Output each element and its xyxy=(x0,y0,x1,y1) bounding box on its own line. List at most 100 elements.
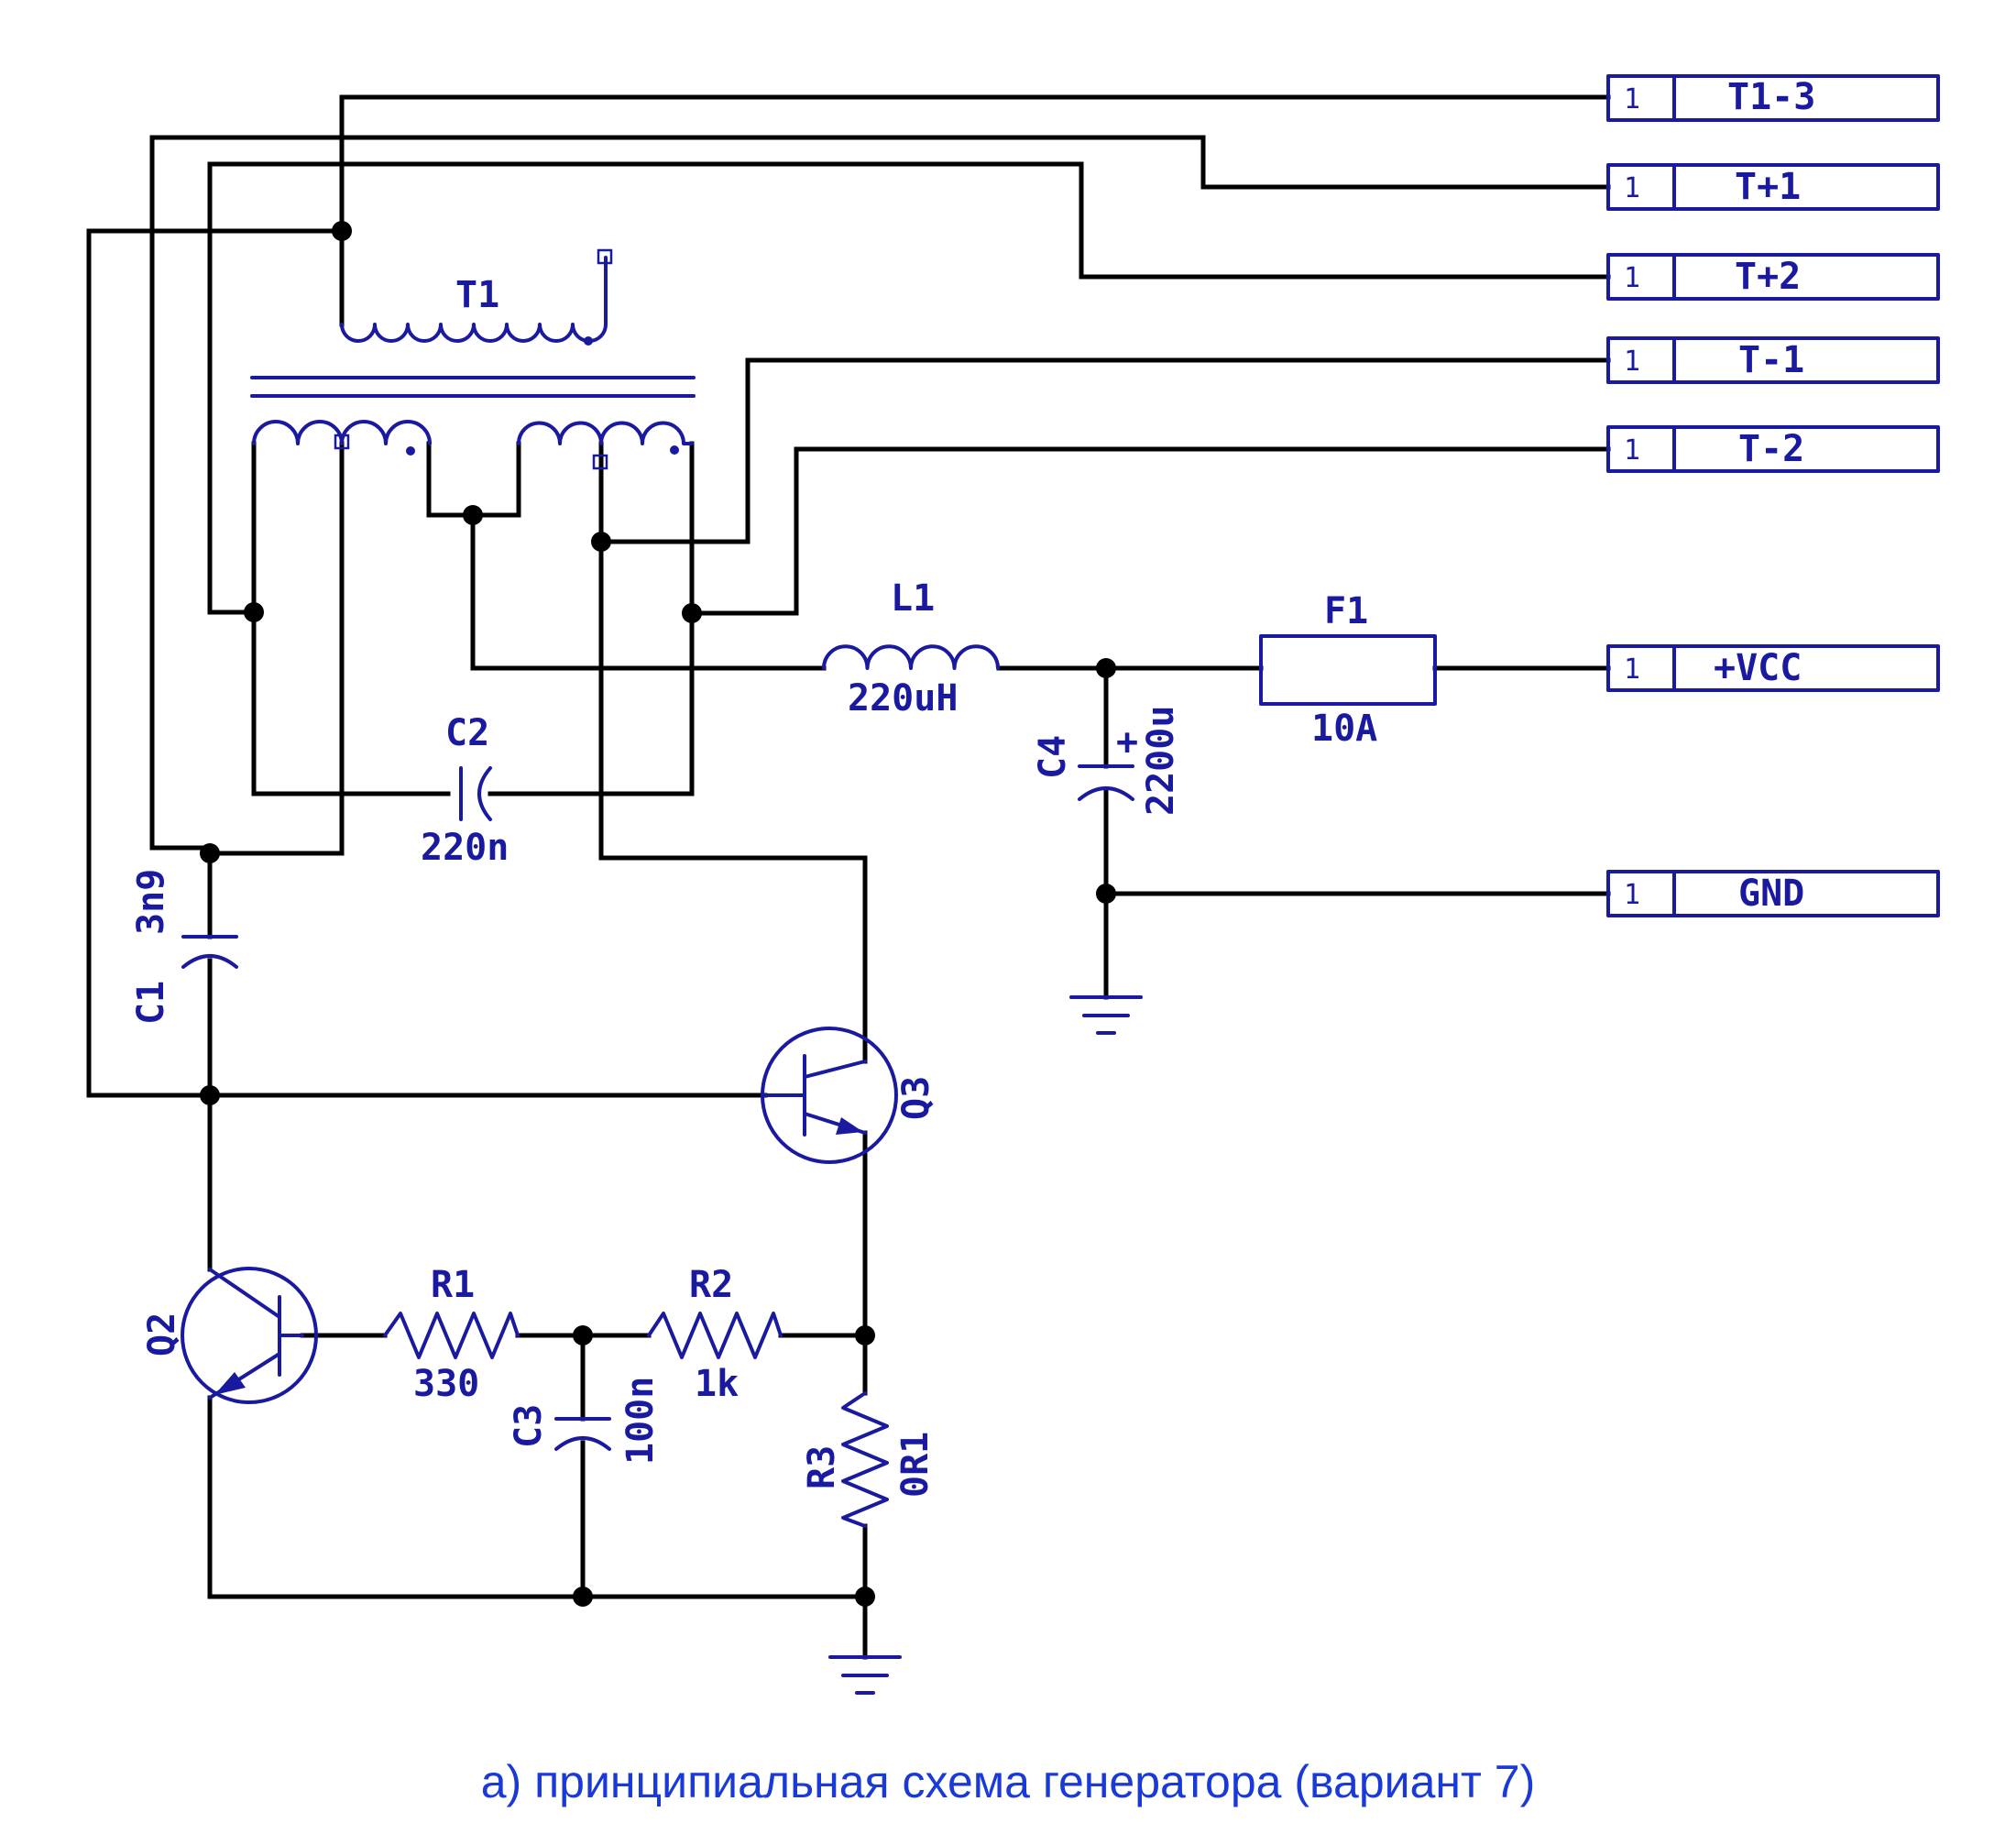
c1-value-label: 3n9 xyxy=(130,869,172,935)
c3-value-label: 100n xyxy=(619,1377,662,1465)
r2-value-label: 1k xyxy=(695,1363,739,1405)
wire-t1-3 xyxy=(339,94,1611,327)
wires xyxy=(86,94,1611,1660)
junction-dot xyxy=(573,1587,593,1607)
resistor-r1: R1 330 xyxy=(383,1264,520,1405)
connector-label: T-2 xyxy=(1738,428,1804,470)
connector-pin-number: 1 xyxy=(1624,346,1640,378)
connector-pin-number: 1 xyxy=(1624,262,1640,294)
t1-pin-marker xyxy=(592,454,608,470)
connector-t-minus-1: 1 T-1 xyxy=(1606,336,1940,384)
connector-gnd: 1 GND xyxy=(1606,870,1940,917)
transistor-q2: Q2 xyxy=(141,1267,318,1404)
connector-pin-number: 1 xyxy=(1624,879,1640,911)
f1-value-label: 10A xyxy=(1311,708,1377,750)
c1-ref-label: C1 xyxy=(130,981,172,1025)
connector-label: +VCC xyxy=(1714,647,1802,689)
c4-plate-curved xyxy=(1078,786,1134,801)
connector-label: T+2 xyxy=(1735,256,1801,298)
wire-c2-right xyxy=(488,441,695,796)
wire-q2-emitter xyxy=(207,1395,868,1599)
ground-symbol xyxy=(828,1655,902,1695)
wire-t-plus-1 xyxy=(149,135,1611,851)
wire-primary-left xyxy=(251,441,451,796)
q3-body xyxy=(761,1027,898,1164)
r3-value-label: 0R1 xyxy=(894,1432,937,1498)
c1-plate-curved xyxy=(181,954,238,969)
connector-vcc: 1 +VCC xyxy=(1606,644,1940,692)
connector-pin-number: 1 xyxy=(1624,653,1640,686)
connector-pin-number: 1 xyxy=(1624,172,1640,204)
junction-dot xyxy=(855,1587,875,1607)
t1-pin-marker xyxy=(334,434,350,450)
junction-dot xyxy=(463,505,483,525)
l1-coil xyxy=(822,644,1000,670)
junction-dot xyxy=(1096,884,1116,904)
resistor-r3: R3 0R1 xyxy=(801,1391,937,1528)
transformer-t1: T1 xyxy=(250,248,696,470)
c2-value-label: 220n xyxy=(421,827,509,869)
wire-secondary-to-c1 xyxy=(207,441,345,856)
connector-label: GND xyxy=(1738,873,1804,915)
c4-value-label: 2200u xyxy=(1140,706,1182,816)
capacitor-c4: + C4 2200u xyxy=(1032,706,1182,816)
r1-zigzag xyxy=(383,1312,520,1359)
q3-collector xyxy=(803,1060,867,1079)
t1-primary-right-dot xyxy=(670,445,679,455)
l1-value-label: 220uH xyxy=(848,677,958,719)
q3-ref-label: Q3 xyxy=(895,1076,937,1120)
connector-label: T1-3 xyxy=(1727,76,1815,118)
r3-ref-label: R3 xyxy=(801,1445,843,1489)
wire-t-plus-2 xyxy=(207,161,1611,615)
junctions xyxy=(200,221,1116,1607)
r1-ref-label: R1 xyxy=(431,1264,475,1306)
connector-pin-number: 1 xyxy=(1624,83,1640,115)
q2-collector xyxy=(208,1268,281,1319)
capacitor-c2: C2 220n xyxy=(421,712,509,869)
connector-label: T-1 xyxy=(1738,339,1804,381)
connector-t-plus-2: 1 T+2 xyxy=(1606,253,1940,301)
q3-emitter-arrow xyxy=(836,1117,863,1135)
transistor-q3: Q3 xyxy=(761,1027,937,1164)
c4-ref-label: C4 xyxy=(1032,735,1074,779)
connector-t-plus-1: 1 T+1 xyxy=(1606,163,1940,211)
junction-dot xyxy=(244,602,264,622)
wire-center-to-l1 xyxy=(470,512,827,671)
q2-emitter-arrow xyxy=(214,1372,246,1395)
t1-secondary-dot xyxy=(584,336,593,346)
t1-primary-left-dot xyxy=(406,446,415,456)
c3-ref-label: C3 xyxy=(508,1404,550,1448)
r1-value-label: 330 xyxy=(413,1363,479,1405)
q2-body xyxy=(181,1267,318,1404)
r2-zigzag xyxy=(647,1312,783,1359)
t1-ref-label: T1 xyxy=(455,274,499,316)
q2-ref-label: Q2 xyxy=(141,1312,183,1356)
f1-ref-label: F1 xyxy=(1324,590,1368,632)
r2-ref-label: R2 xyxy=(689,1264,733,1306)
r3-zigzag xyxy=(841,1391,889,1528)
junction-dot xyxy=(591,532,611,552)
wire-base-feedback xyxy=(86,228,768,1098)
junction-dot xyxy=(1096,658,1116,678)
wire-center-tap xyxy=(426,441,521,518)
junction-dot xyxy=(682,603,702,623)
c2-ref-label: C2 xyxy=(445,712,489,754)
junction-dot xyxy=(332,221,352,241)
capacitor-c3: C3 100n xyxy=(508,1377,662,1465)
c2-plate-curved xyxy=(477,766,492,821)
figure-caption: а) принципиальная схема генератора (вари… xyxy=(480,1756,1536,1807)
c4-polarity: + xyxy=(1116,721,1138,763)
inductor-l1: L1 220uH xyxy=(822,577,1000,719)
connector-pin-number: 1 xyxy=(1624,434,1640,467)
wire-t-minus-2 xyxy=(689,446,1611,616)
connector-label: T+1 xyxy=(1735,166,1801,208)
l1-ref-label: L1 xyxy=(891,577,935,620)
wire-t-minus-1 xyxy=(598,357,1611,544)
junction-dot xyxy=(573,1325,593,1345)
junction-dot xyxy=(200,1085,220,1105)
wire-primary-right xyxy=(598,441,868,1064)
junction-dot xyxy=(200,843,220,863)
capacitor-c1: 3n9 C1 xyxy=(130,869,238,1025)
fuse-f1: F1 10A xyxy=(1259,590,1437,750)
